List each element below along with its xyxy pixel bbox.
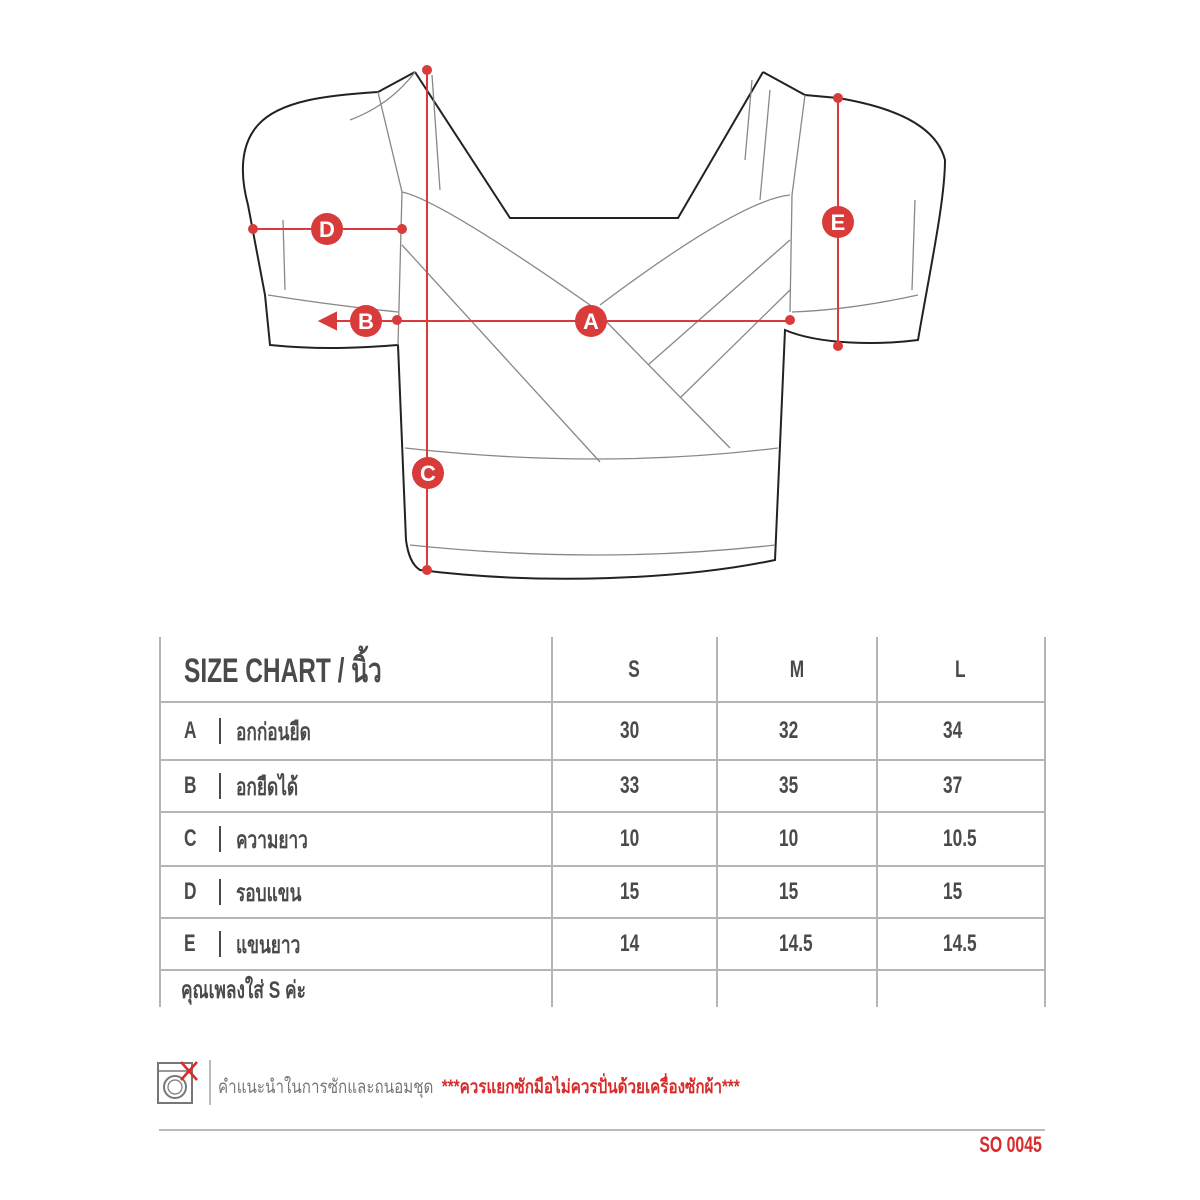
arrow-left-icon [317, 311, 337, 331]
divider [219, 879, 221, 905]
row-label: แขนยาว [236, 931, 301, 959]
divider [159, 637, 161, 1007]
divider [219, 718, 221, 744]
table-title: SIZE CHART / นิ้ว [184, 652, 382, 690]
svg-text:D: D [319, 217, 335, 242]
svg-text:C: C [420, 461, 436, 486]
row-label: อกยืดได้ [236, 773, 299, 801]
divider [159, 1129, 1045, 1131]
svg-text:B: B [358, 309, 374, 334]
row-label: อกก่อนยืด [236, 718, 311, 746]
row-label: รอบแขน [236, 879, 302, 907]
svg-text:A: A [583, 309, 599, 334]
divider [159, 917, 1045, 919]
divider [159, 759, 1045, 761]
table-cell-value: 35 [779, 772, 799, 799]
marker-E: E [822, 206, 854, 238]
marker-C: C [412, 457, 444, 489]
table-cell-value: 10.5 [943, 825, 977, 852]
divider [159, 701, 1045, 703]
divider [876, 637, 878, 1007]
table-cell-value: 32 [779, 717, 799, 744]
table-cell-value: 14 [620, 930, 640, 957]
table-cell-value: 15 [779, 878, 799, 905]
svg-text:E: E [831, 210, 846, 235]
table-cell-value: 14.5 [943, 930, 977, 957]
table-cell-value: 34 [943, 717, 963, 744]
table-cell-value: 10 [620, 825, 640, 852]
garment-outline [241, 71, 947, 580]
divider [159, 865, 1045, 867]
table-cell-value: 37 [943, 772, 963, 799]
divider [219, 931, 221, 957]
row-key: D [184, 878, 197, 905]
divider [209, 1060, 211, 1105]
row-label: ความยาว [236, 826, 308, 854]
divider [1044, 637, 1046, 1007]
row-key: E [184, 930, 196, 957]
fit-note: คุณเพลงใส่ S ค่ะ [181, 976, 306, 1004]
marker-A: A [575, 305, 607, 337]
divider [159, 969, 1045, 971]
row-key: A [184, 717, 197, 744]
table-cell-value: 14.5 [779, 930, 813, 957]
divider [219, 826, 221, 852]
care-instructions: คำแนะนำในการซักและถนอมชุด ***ควรแยกซักมื… [218, 1072, 870, 1102]
divider [551, 637, 553, 1007]
care-text: คำแนะนำในการซักและถนอมชุด [218, 1077, 434, 1098]
no-machine-wash-icon [157, 1060, 201, 1106]
garment-detail-lines [267, 71, 919, 556]
care-warning: ***ควรแยกซักมือไม่ควรปั่นด้วยเครื่องซักผ… [441, 1077, 740, 1098]
size-header-m: M [789, 656, 805, 683]
table-cell-value: 15 [943, 878, 963, 905]
measurement-lines [248, 65, 843, 575]
row-key: C [184, 825, 197, 852]
divider [159, 811, 1045, 813]
size-chart-table: SIZE CHART / นิ้ว S M L A อกก่อนยืด 30 32 34… [159, 637, 1046, 1007]
table-cell-value: 15 [620, 878, 640, 905]
marker-D: D [311, 213, 343, 245]
table-cell-value: 30 [620, 717, 640, 744]
size-header-s: S [628, 656, 640, 683]
divider [219, 773, 221, 799]
row-key: B [184, 772, 197, 799]
table-cell-value: 33 [620, 772, 640, 799]
divider [716, 637, 718, 1007]
garment-diagram: A B C D E [241, 65, 947, 580]
product-code: SO 0045 [979, 1132, 1042, 1157]
table-cell-value: 10 [779, 825, 799, 852]
marker-B: B [350, 305, 382, 337]
size-header-l: L [955, 656, 966, 683]
